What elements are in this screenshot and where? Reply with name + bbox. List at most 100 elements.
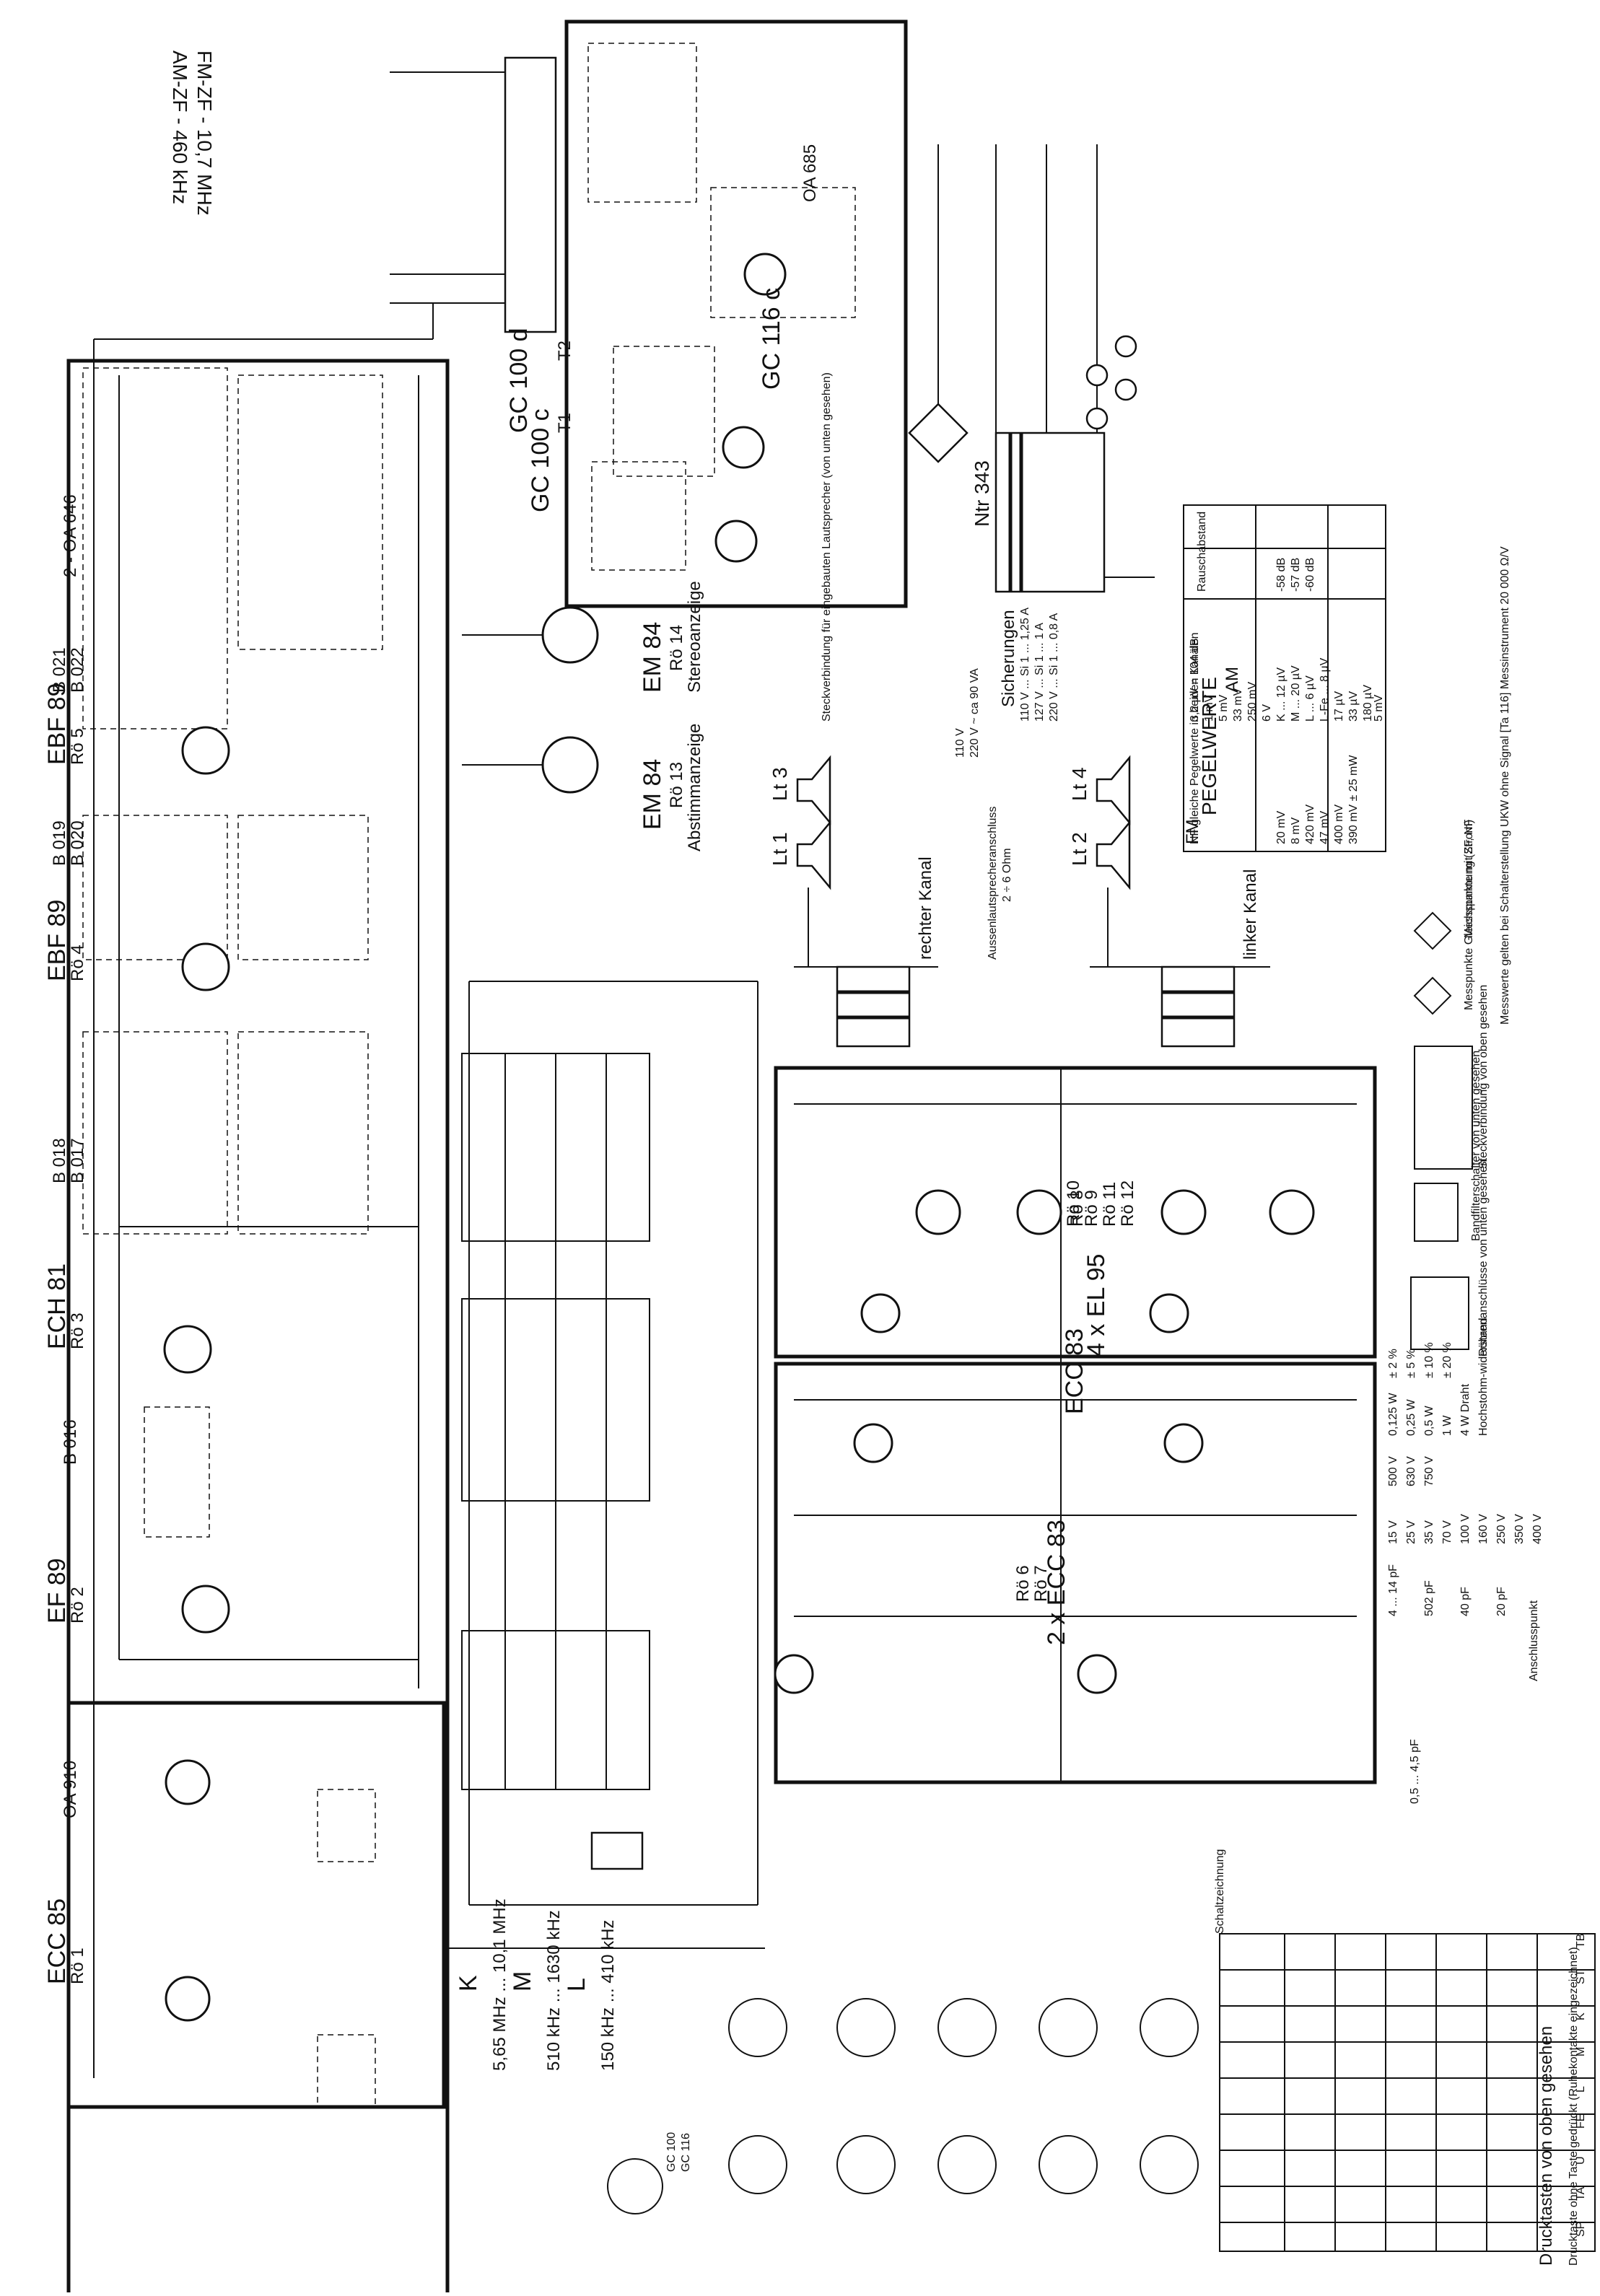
legend-volt-10: 630 V bbox=[1405, 1456, 1417, 1486]
pegelwerte-fm-5: 6 V bbox=[1261, 704, 1273, 722]
tube-ef89-ro2-label: EF 89 bbox=[43, 1558, 71, 1624]
legend-socket: Röhrenanschlüsse von unten gesehen bbox=[1477, 1160, 1490, 1357]
legend-res-3: 1 W bbox=[1441, 1415, 1453, 1436]
amp-ro7: Rö 7 bbox=[1031, 1565, 1051, 1602]
band-coil-stages bbox=[461, 1053, 650, 1870]
filter-b017: B 017 bbox=[68, 1138, 87, 1183]
pegelwerte-am-1: M ... 20 µV bbox=[1290, 665, 1302, 722]
amp-ro9: Rö 9 bbox=[1082, 1190, 1101, 1227]
legend-res-1: 0,25 W bbox=[1405, 1398, 1417, 1436]
legend-volt-5: 160 V bbox=[1477, 1514, 1490, 1544]
tube-ech81-ref: Rö 3 bbox=[68, 1313, 87, 1349]
amp-ro10: Rö 10 bbox=[1064, 1180, 1083, 1227]
tube-ecc85-ref: Rö 1 bbox=[68, 1947, 87, 1984]
transformer-ntr343: Ntr 343 bbox=[971, 460, 993, 527]
stereo-decoder-internals bbox=[390, 43, 856, 571]
socket-gc116: GC 116 bbox=[680, 2133, 692, 2172]
decoder-oa685: OA 685 bbox=[800, 144, 820, 202]
em84-ro14-ref: Rö 14 bbox=[667, 625, 686, 671]
pegelwerte-nf-1: 8 mV bbox=[1290, 817, 1302, 844]
tuner-frame bbox=[66, 1701, 446, 2109]
filter-b020: B 020 bbox=[68, 820, 87, 866]
filter-b022: B 022 bbox=[68, 647, 87, 693]
band-k-key: K bbox=[455, 1975, 482, 1992]
switch-header: Drucktasten von oben gesehen bbox=[1536, 2026, 1556, 2266]
amp-ro8: Rö 8 bbox=[1067, 1190, 1087, 1227]
power-supply bbox=[908, 144, 1155, 593]
bus-wires bbox=[93, 303, 765, 2078]
pegelwerte-nf-title: NF gleiche Pegelwerte in beiden Kanälen bbox=[1189, 632, 1201, 844]
decoder-module-frame bbox=[564, 19, 908, 608]
tube-ebf89-ro5-ref: Rö 5 bbox=[68, 728, 87, 765]
legend-volt-2: 35 V bbox=[1423, 1520, 1435, 1544]
legend-volt-8: 400 V bbox=[1531, 1514, 1544, 1544]
pegelwerte-rausch-2: -60 dB bbox=[1304, 558, 1316, 592]
tube-ecc85-ro1b-symbol bbox=[165, 1976, 211, 2022]
power-amp-tubes bbox=[774, 1068, 1357, 1782]
legend-cap-3: 40 pF bbox=[1459, 1587, 1472, 1616]
band-k-range: 5,65 MHz ... 10,1 MHz bbox=[490, 1898, 510, 2071]
band-l-key: L bbox=[563, 1978, 590, 1992]
speaker-lt1: Lt 1 bbox=[769, 832, 791, 866]
mains-label: 110 V bbox=[954, 728, 966, 758]
pegelwerte-am-7: 5 mV bbox=[1373, 694, 1385, 722]
pegelwerte-nf-5: 390 mV ± 25 mW bbox=[1347, 755, 1360, 844]
legend-messpunkt2: Messpunkte Gleichspannung (Strom) bbox=[1463, 820, 1475, 1010]
band-l-range: 150 kHz ... 410 kHz bbox=[598, 1920, 618, 2071]
tube-ecc85-label: ECC 85 bbox=[43, 1898, 71, 1984]
legend-volt-0: 15 V bbox=[1387, 1520, 1399, 1544]
pegelwerte-nf-4: 400 mV bbox=[1333, 805, 1345, 844]
speaker-right-channel: rechter Kanal bbox=[916, 856, 935, 960]
mains-power: 220 V ~ ca 90 VA bbox=[969, 668, 981, 758]
speaker-ext: Aussenlautsprecheranschluss bbox=[987, 806, 999, 960]
pegelwerte-fm-3: 33 mV bbox=[1232, 688, 1244, 722]
speaker-ohm: 2 ÷ 6 Ohm bbox=[1001, 848, 1013, 902]
pegelwerte-fm-4: 250 mV bbox=[1246, 682, 1259, 722]
amp-ecc83-label: ECC 83 bbox=[1061, 1328, 1088, 1414]
socket-gc100: GC 100 bbox=[665, 2132, 678, 2172]
switch-col-fe: FE bbox=[1575, 2114, 1587, 2129]
legend-volt-7: 350 V bbox=[1513, 1514, 1526, 1544]
legend-volt-3: 70 V bbox=[1441, 1520, 1453, 1544]
pegelwerte-am-4: 17 µV bbox=[1333, 691, 1345, 722]
pegelwerte-nf-0: 20 mV bbox=[1275, 810, 1288, 844]
diode-oa646-label: 2 - OA 646 bbox=[61, 494, 80, 577]
filter-b019: B 019 bbox=[50, 820, 69, 866]
tube-ef89-ro2-symbol bbox=[181, 1585, 230, 1634]
tube-socket-diagrams bbox=[607, 1998, 1199, 2214]
decoder-t1: T1 bbox=[555, 413, 574, 433]
decoder-gc100c: GC 100 c bbox=[527, 408, 554, 512]
em84-ro14-caption: Stereoanzeige bbox=[685, 581, 704, 693]
speaker-left-channel: linker Kanal bbox=[1241, 869, 1260, 960]
filter-b021: B 021 bbox=[50, 647, 69, 693]
legend-tol-2: ± 10 % bbox=[1423, 1342, 1435, 1378]
speaker-plug-note: Steckverbindung für eingebauten Lautspre… bbox=[821, 372, 833, 722]
speaker-lt3: Lt 3 bbox=[769, 767, 791, 801]
pegelwerte-nf-3: 47 mV bbox=[1319, 810, 1331, 844]
em84-ro14-label: EM 84 bbox=[639, 622, 666, 693]
switch-schaltzeichnung: Schaltzeichnung bbox=[1214, 1849, 1226, 1934]
legend-volt-9: 500 V bbox=[1387, 1456, 1399, 1486]
speaker-lt4-symbol bbox=[1096, 755, 1131, 825]
tube-ebf89-ro5-symbol bbox=[181, 726, 230, 775]
pegelwerte-am-2: L ... 6 µV bbox=[1304, 675, 1316, 722]
left-module-frame bbox=[66, 359, 450, 2296]
legend-volt-4: 100 V bbox=[1459, 1514, 1472, 1544]
legend-messpunkt: Messpunkte mit ZF, NF bbox=[1463, 819, 1475, 938]
pegelwerte-am-5: 33 µV bbox=[1347, 691, 1360, 722]
gc100-module bbox=[504, 56, 557, 333]
audio-output bbox=[794, 755, 1270, 1048]
pegelwerte-am: AM bbox=[1223, 667, 1242, 693]
pegelwerte-nf-2: 420 mV bbox=[1304, 805, 1316, 844]
mains-transformer bbox=[994, 431, 1106, 593]
speaker-lt3-symbol bbox=[796, 755, 831, 825]
pegelwerte-am-6: 180 µV bbox=[1362, 685, 1374, 722]
tube-em84-ro14-symbol bbox=[541, 606, 599, 664]
legend-volt-6: 250 V bbox=[1495, 1514, 1508, 1544]
tube-em84-ro13-symbol bbox=[541, 736, 599, 794]
pegelwerte-rausch: Rauschabstand bbox=[1196, 512, 1208, 592]
pegelwerte-table bbox=[1183, 504, 1386, 852]
pegelwerte-fm-2: 5 mV bbox=[1218, 694, 1230, 722]
em84-ro13-label: EM 84 bbox=[639, 759, 666, 830]
